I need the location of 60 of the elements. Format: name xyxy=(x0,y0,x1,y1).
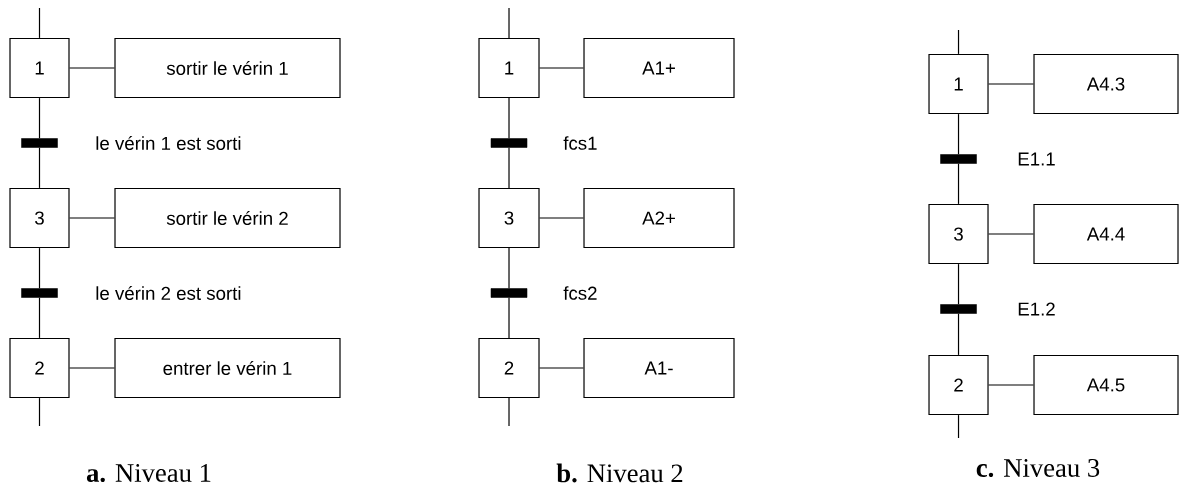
connector-line xyxy=(957,414,960,439)
step-box: 2 xyxy=(478,337,540,399)
transition-label: le vérin 1 est sorti xyxy=(96,136,241,150)
transition-label: fcs2 xyxy=(563,286,597,300)
connector-line xyxy=(957,113,960,155)
step-box: 3 xyxy=(9,187,70,249)
connector-line xyxy=(508,247,510,289)
step-box: 1 xyxy=(928,53,989,115)
step-box: 3 xyxy=(928,203,989,265)
action-box: A4.3 xyxy=(1033,53,1179,115)
step-box: 1 xyxy=(9,37,70,99)
connector-line xyxy=(38,397,41,427)
connector-line xyxy=(508,147,510,189)
connector-line xyxy=(988,384,1034,386)
connector-line xyxy=(69,67,115,69)
action-box: A1+ xyxy=(583,37,735,99)
connector-line xyxy=(38,297,41,339)
transition-label: E1.1 xyxy=(1018,152,1055,166)
connector-line xyxy=(539,217,584,219)
connector-line xyxy=(957,313,960,356)
connector-line xyxy=(38,147,41,189)
step-box: 2 xyxy=(928,354,989,416)
transition-label: fcs1 xyxy=(563,136,597,150)
transition-bar xyxy=(940,154,977,164)
connector-line xyxy=(508,397,510,427)
transition-bar xyxy=(21,288,58,298)
connector-line xyxy=(539,67,584,69)
connector-line xyxy=(957,263,960,305)
connector-line xyxy=(957,29,960,55)
transition-bar xyxy=(490,138,528,148)
transition-bar xyxy=(490,288,528,298)
step-box: 2 xyxy=(9,337,70,399)
step-box: 3 xyxy=(478,187,540,249)
connector-line xyxy=(38,7,41,39)
connector-line xyxy=(508,297,510,339)
connector-line xyxy=(38,97,41,139)
caption: a. Niveau 1 xyxy=(86,464,211,482)
connector-line xyxy=(69,367,115,369)
connector-line xyxy=(539,367,584,369)
action-box: A1- xyxy=(583,337,735,399)
caption: c. Niveau 3 xyxy=(976,459,1100,477)
connector-line xyxy=(988,233,1034,235)
connector-line xyxy=(69,217,115,219)
action-box: A4.5 xyxy=(1033,354,1179,416)
action-box: A4.4 xyxy=(1033,203,1179,265)
connector-line xyxy=(508,97,510,139)
action-box: sortir le vérin 2 xyxy=(114,187,341,249)
action-box: sortir le vérin 1 xyxy=(114,37,341,99)
caption: b. Niveau 2 xyxy=(556,463,683,483)
transition-bar xyxy=(940,304,977,314)
step-box: 1 xyxy=(478,37,540,99)
connector-line xyxy=(957,163,960,205)
action-box: A2+ xyxy=(583,187,735,249)
connector-line xyxy=(988,83,1034,85)
transition-label: le vérin 2 est sorti xyxy=(96,286,241,300)
transition-label: E1.2 xyxy=(1018,302,1055,316)
transition-bar xyxy=(21,138,58,148)
action-box: entrer le vérin 1 xyxy=(114,337,341,399)
connector-line xyxy=(38,247,41,289)
connector-line xyxy=(508,7,510,39)
